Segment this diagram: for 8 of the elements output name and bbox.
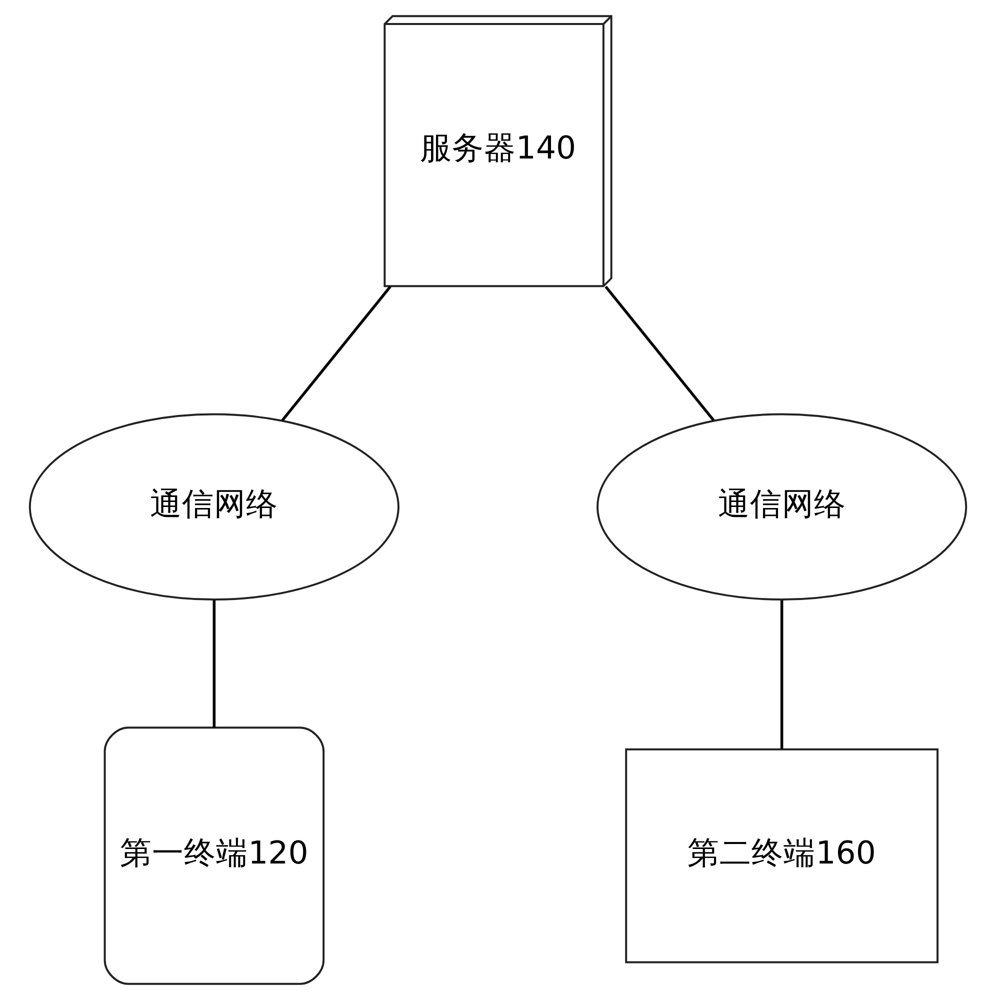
node-box: 第一终端120 — [103, 726, 324, 985]
node-ellipse: 通信网络 — [596, 413, 967, 601]
node-ellipse: 通信网络 — [28, 413, 399, 601]
node-box: 第二终端160 — [624, 748, 938, 964]
connector — [780, 600, 783, 750]
connector — [604, 286, 714, 422]
connector — [280, 286, 391, 422]
connector — [212, 600, 216, 728]
